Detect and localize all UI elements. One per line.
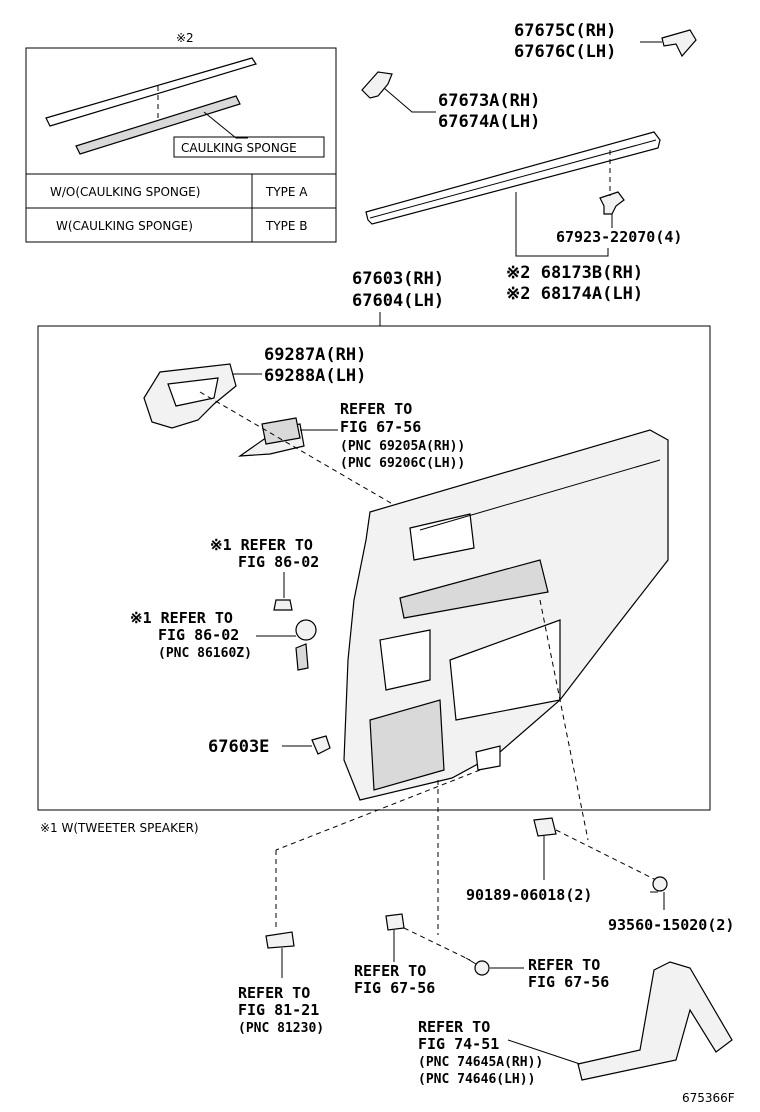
- label-67603: 67603(RH): [352, 269, 444, 289]
- inset-frame: [25, 47, 337, 243]
- clip-67923-icon: [599, 191, 625, 215]
- ref6756a-line4: (PNC 69206C(LH)): [340, 456, 465, 471]
- label-68173b: ※2 68173B(RH): [506, 263, 643, 283]
- inset-row-1-type: TYPE A: [265, 185, 308, 199]
- switch-guide-dash-h: [275, 769, 481, 851]
- trim-armrest-slot: [399, 559, 549, 619]
- tweeter-opening: [379, 629, 431, 691]
- lower-parts: ※1 W(TWEETER SPEAKER) 90189-06018(2) 935…: [40, 769, 735, 1105]
- weatherstrip-sponge-icon: [75, 95, 241, 155]
- bezel-guide-dash: [199, 391, 421, 521]
- ref6756a-line2: FIG 67-56: [340, 418, 421, 436]
- label-90189: 90189-06018(2): [466, 886, 592, 904]
- ref8602b-line1: ※1 REFER TO: [130, 609, 233, 627]
- label-67674a: 67674A(LH): [438, 112, 540, 132]
- end-cap-67675c-icon: [661, 29, 697, 58]
- label-67676c: 67676C(LH): [514, 42, 616, 62]
- ref8602b-line2: FIG 86-02: [158, 626, 239, 644]
- ref6756b-line1: REFER TO: [354, 962, 426, 980]
- garnish-67673a-icon: [361, 71, 393, 99]
- ref7451-line1: REFER TO: [418, 1018, 490, 1036]
- screw-6756c-icon: [474, 960, 490, 976]
- label-67923: 67923-22070(4): [556, 228, 682, 246]
- ref6756b-line2: FIG 67-56: [354, 979, 435, 997]
- trim-map-pocket: [369, 699, 445, 791]
- trim-upper-pocket: [409, 513, 475, 561]
- ref8602a-line2: FIG 86-02: [238, 553, 319, 571]
- leader-67673a: [383, 87, 436, 113]
- assembly-frame: [37, 325, 711, 811]
- inset-mark: ※2: [176, 31, 194, 45]
- diagram-code: 675366F: [682, 1091, 735, 1105]
- ref6756a-line1: REFER TO: [340, 400, 412, 418]
- ref7451-line4: (PNC 74646(LH)): [418, 1072, 535, 1087]
- caulking-callout-box: [173, 136, 325, 158]
- label-93560: 93560-15020(2): [608, 916, 734, 934]
- clip-90189-icon: [533, 817, 557, 837]
- screw-guide-dash: [555, 829, 657, 881]
- label-67673a: 67673A(RH): [438, 91, 540, 111]
- weatherstrip-68173b-icon: [365, 131, 661, 225]
- inset-row-1-condition: W/O(CAULKING SPONGE): [50, 185, 200, 199]
- screw-8602a-icon: [273, 599, 293, 611]
- handle-bezel-inner: [167, 377, 219, 407]
- ref7451-line3: (PNC 74645A(RH)): [418, 1055, 543, 1070]
- leader-68173b: [515, 192, 609, 257]
- trim-bottom-clip-seat: [475, 745, 501, 771]
- ref7451-line2: FIG 74-51: [418, 1035, 499, 1053]
- label-69288a: 69288A(LH): [264, 366, 366, 386]
- ref8121-line3: (PNC 81230): [238, 1021, 324, 1036]
- caulking-callout: CAULKING SPONGE: [181, 141, 297, 155]
- footnote-tweeter: ※1 W(TWEETER SPEAKER): [40, 821, 199, 835]
- trim-top-rail-line: [419, 459, 661, 531]
- ref8602b-line3: (PNC 86160Z): [158, 646, 252, 661]
- inset-row-2-condition: W(CAULKING SPONGE): [56, 219, 193, 233]
- cap-icon: [385, 913, 405, 931]
- inset-row-2-type: TYPE B: [265, 219, 308, 233]
- inside-handle-body: [261, 417, 301, 445]
- caulking-sponge-inset: ※2 CAULKING SPONGE W/O(CAULKING SPONGE) …: [25, 31, 337, 243]
- weatherstrip-edge-line: [369, 139, 657, 219]
- screw-93560-icon: [652, 876, 668, 892]
- door-panel-assembly: 67603(RH) 67604(LH) 69287A(RH) 69288A(LH…: [37, 269, 711, 841]
- clip-67603e-icon: [311, 735, 331, 755]
- screw-6756c-shank: [465, 957, 477, 965]
- armrest-garnish-icon: [577, 961, 733, 1081]
- ref8602a-line1: ※1 REFER TO: [210, 536, 313, 554]
- label-68174a: ※2 68174A(LH): [506, 284, 643, 304]
- ref6756c-line2: FIG 67-56: [528, 973, 609, 991]
- weatherstrip-upper-icon: [45, 57, 257, 127]
- label-67603e: 67603E: [208, 737, 269, 757]
- tweeter-speaker-icon: [295, 619, 317, 641]
- ref6756c-line1: REFER TO: [528, 956, 600, 974]
- courtesy-lamp-icon: [265, 931, 295, 949]
- ref8121-line1: REFER TO: [238, 984, 310, 1002]
- label-67675c: 67675C(RH): [514, 21, 616, 41]
- ref6756a-line3: (PNC 69205A(RH)): [340, 439, 465, 454]
- leader-ref7451: [507, 1039, 581, 1065]
- label-67604: 67604(LH): [352, 291, 444, 311]
- ref8121-line2: FIG 81-21: [238, 1001, 319, 1019]
- screw-b-guide-dash: [403, 927, 471, 961]
- trim-guide-dash: [539, 599, 589, 841]
- caulking-leader: [203, 111, 248, 139]
- top-right-parts: 67675C(RH) 67676C(LH) 67673A(RH) 67674A(…: [361, 21, 697, 304]
- tweeter-connector-icon: [295, 643, 309, 671]
- label-69287a: 69287A(RH): [264, 345, 366, 365]
